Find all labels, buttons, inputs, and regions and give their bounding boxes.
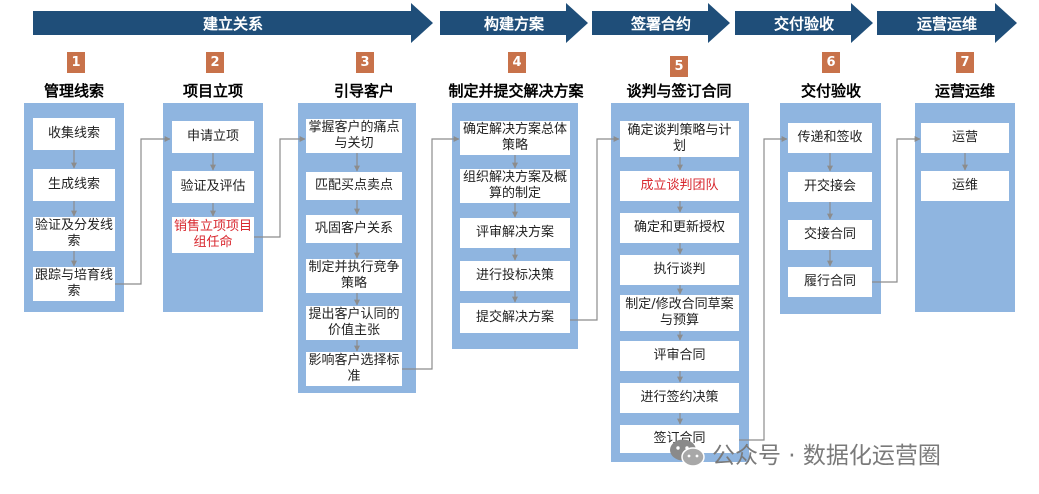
phase-arrow-5: 运营运维 [877, 3, 1017, 43]
process-step: 制定/修改合同草案与预算 [620, 295, 739, 331]
arrow-shape [440, 3, 588, 43]
step-number-6: 6 [822, 52, 840, 73]
wechat-icon [670, 439, 705, 467]
process-step: 匹配买点卖点 [306, 172, 402, 200]
step-number-5: 5 [670, 56, 688, 77]
process-step: 跟踪与培育线索 [33, 267, 115, 301]
step-number-3: 3 [356, 52, 374, 73]
step-number-4: 4 [508, 52, 526, 73]
process-step: 运营 [921, 123, 1009, 153]
process-step: 验证及评估 [172, 171, 254, 203]
process-step: 影响客户选择标准 [306, 352, 402, 386]
phase-arrow-1: 建立关系 [33, 3, 433, 43]
step-number-1: 1 [67, 52, 85, 73]
step-number-2: 2 [206, 52, 224, 73]
process-step-highlighted: 销售立项项目组任命 [172, 217, 254, 253]
column-title-3: 引导客户 [333, 82, 394, 100]
process-step: 确定解决方案总体策略 [460, 121, 570, 155]
process-step: 开交接会 [788, 172, 872, 202]
column-title-6: 交付验收 [800, 82, 861, 100]
step-number-7: 7 [956, 52, 974, 73]
process-step: 交接合同 [788, 220, 872, 250]
process-step: 制定并执行竞争策略 [306, 259, 402, 293]
column-title-1: 管理线索 [43, 82, 104, 100]
process-step: 确定谈判策略与计划 [620, 121, 739, 157]
process-step: 执行谈判 [620, 255, 739, 285]
process-step: 传递和签收 [788, 123, 872, 153]
process-step: 申请立项 [172, 121, 254, 153]
process-step: 巩固客户关系 [306, 215, 402, 243]
column-title-7: 运营运维 [934, 82, 995, 100]
column-4: 确定解决方案总体策略 组织解决方案及概算的制定 评审解决方案 进行投标决策 提交… [452, 103, 578, 349]
process-step: 确定和更新授权 [620, 213, 739, 243]
phase-arrow-4: 交付验收 [735, 3, 873, 43]
column-title-2: 项目立项 [182, 82, 243, 100]
column-title-5: 谈判与签订合同 [626, 82, 732, 100]
process-step: 提出客户认同的价值主张 [306, 306, 402, 340]
process-step: 进行签约决策 [620, 383, 739, 413]
column-title-4: 制定并提交解决方案 [448, 82, 584, 100]
process-step: 履行合同 [788, 267, 872, 297]
phase-label: 建立关系 [202, 15, 263, 33]
arrow-shape [877, 3, 1017, 43]
process-step: 验证及分发线索 [33, 217, 115, 251]
phase-arrow-2: 构建方案 [440, 3, 588, 43]
process-step: 评审合同 [620, 341, 739, 371]
process-step: 组织解决方案及概算的制定 [460, 169, 570, 203]
process-step: 收集线索 [33, 118, 115, 150]
process-step-highlighted: 成立谈判团队 [620, 171, 739, 201]
phase-label: 交付验收 [773, 15, 834, 33]
phase-label: 运营运维 [916, 15, 977, 33]
watermark-text: 公众号 · 数据化运营圈 [712, 443, 941, 469]
watermark: 公众号 · 数据化运营圈 [668, 436, 941, 470]
process-step: 运维 [921, 171, 1009, 201]
phase-label: 构建方案 [483, 15, 544, 33]
arrow-shape [735, 3, 873, 43]
process-step: 评审解决方案 [460, 218, 570, 248]
column-7: 运营 运维 [915, 103, 1015, 312]
process-step: 提交解决方案 [460, 303, 570, 333]
arrow-shape [592, 3, 730, 43]
process-step: 生成线索 [33, 169, 115, 201]
arrow-shape [33, 3, 433, 43]
phase-label: 签署合约 [630, 15, 691, 33]
process-step: 掌握客户的痛点与关切 [306, 119, 402, 153]
process-step: 进行投标决策 [460, 261, 570, 291]
phase-arrow-3: 签署合约 [592, 3, 730, 43]
